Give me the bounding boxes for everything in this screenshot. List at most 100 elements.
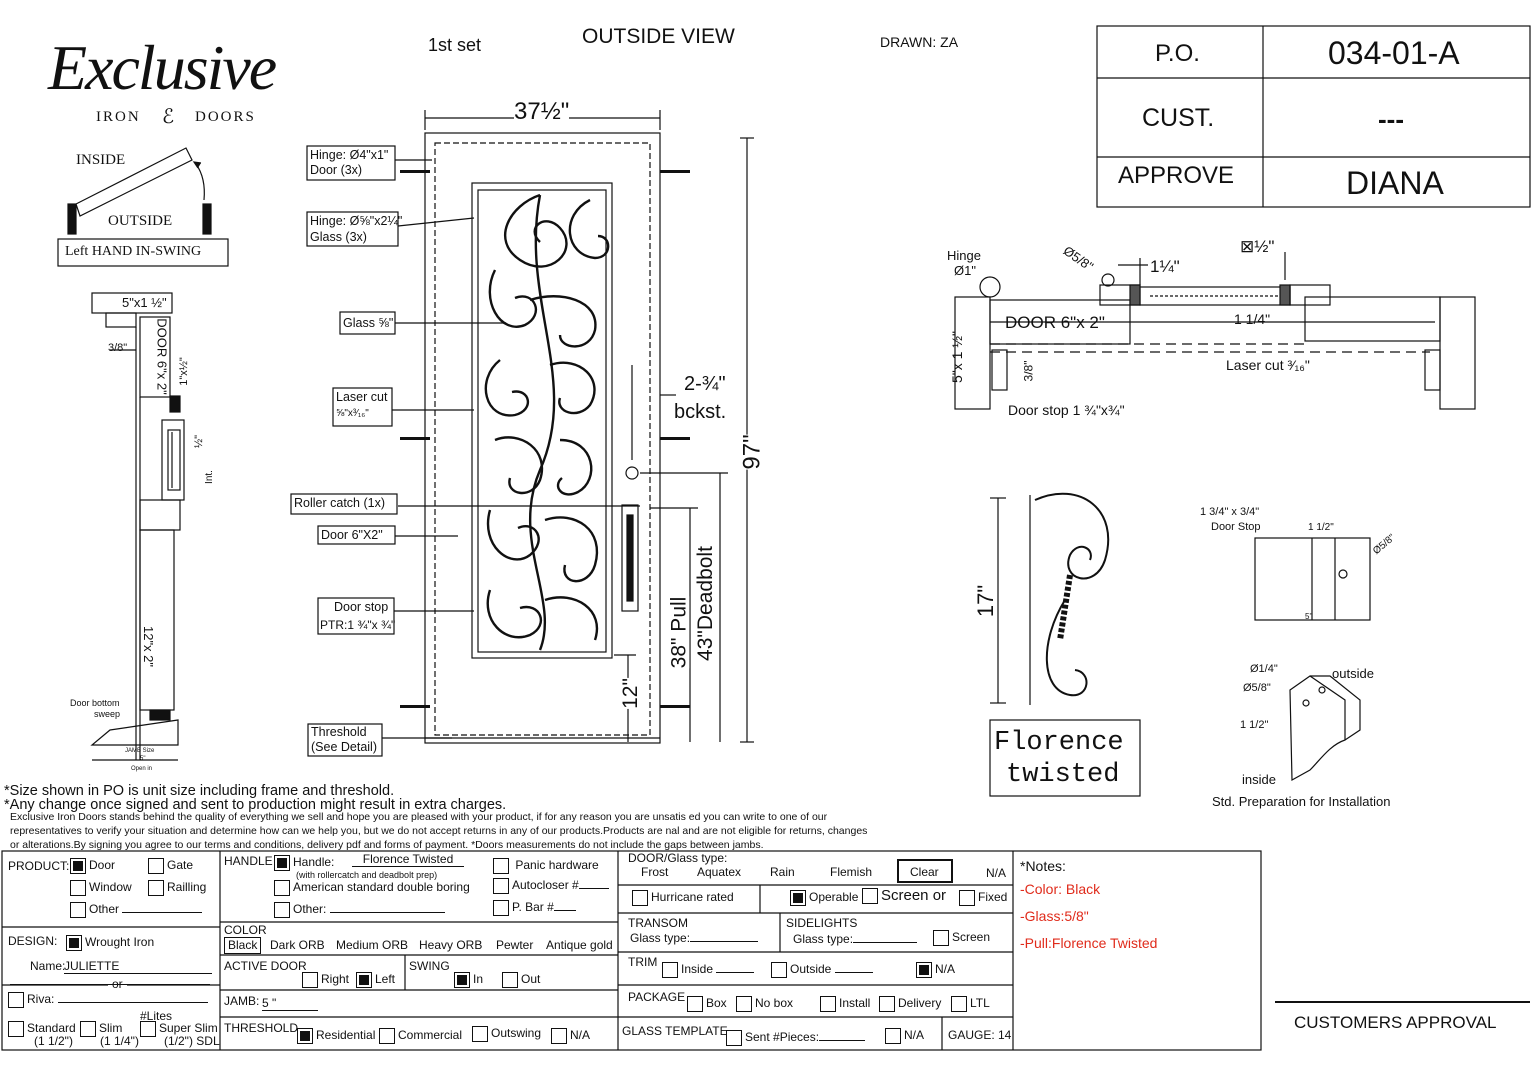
nobox-checkbox[interactable] <box>736 996 752 1012</box>
right-checkbox[interactable] <box>302 972 318 988</box>
trim-inside[interactable]: Inside <box>660 962 755 978</box>
screen-checkbox[interactable] <box>933 930 949 946</box>
super-option[interactable]: Super Slim <box>138 1021 218 1037</box>
trim-na-label: N/A <box>935 962 956 977</box>
wrought-checkbox[interactable] <box>66 935 82 951</box>
residential-option[interactable]: Residential <box>295 1028 375 1044</box>
hurricane-option[interactable]: Hurricane rated <box>630 890 734 906</box>
in-option[interactable]: In <box>452 972 483 988</box>
out-option[interactable]: Out <box>500 972 540 988</box>
fixed-option[interactable]: Fixed <box>957 890 1007 906</box>
trim-na[interactable]: N/A <box>914 962 955 978</box>
riva-checkbox[interactable] <box>8 992 24 1008</box>
panic-option[interactable]: Panic hardware <box>491 858 599 874</box>
panic-checkbox[interactable] <box>493 858 509 874</box>
autocloser-option[interactable]: Autocloser # <box>491 878 609 894</box>
design-wrought[interactable]: Wrought Iron <box>64 935 154 951</box>
product-railing[interactable]: Railling <box>146 880 206 896</box>
glass-flemish[interactable]: Flemish <box>830 865 873 879</box>
hurricane-checkbox[interactable] <box>632 890 648 906</box>
trim-outside-checkbox[interactable] <box>771 962 787 978</box>
glass-na[interactable]: N/A <box>986 866 1007 880</box>
trim-inside-checkbox[interactable] <box>662 962 678 978</box>
glass-rain[interactable]: Rain <box>770 865 795 879</box>
other-handle-checkbox[interactable] <box>274 902 290 918</box>
template-na-option[interactable]: N/A <box>883 1028 924 1044</box>
glass-clear[interactable]: Clear <box>910 865 939 879</box>
handle-option[interactable]: Handle: <box>272 855 334 871</box>
template-na-checkbox[interactable] <box>885 1028 901 1044</box>
glass-frost[interactable]: Frost <box>641 865 669 879</box>
jamb-value[interactable]: 5 " <box>262 996 318 1012</box>
color-antique-gold[interactable]: Antique gold <box>546 938 613 952</box>
color-pewter[interactable]: Pewter <box>496 938 534 952</box>
top-right-block <box>1304 296 1441 342</box>
fixed-checkbox[interactable] <box>959 890 975 906</box>
screen-option[interactable]: Screen <box>931 930 990 946</box>
in-checkbox[interactable] <box>454 972 470 988</box>
threshold-na-option[interactable]: N/A <box>549 1028 590 1044</box>
pbar-checkbox[interactable] <box>493 900 509 916</box>
other-checkbox[interactable] <box>70 902 86 918</box>
trim-na-checkbox[interactable] <box>916 962 932 978</box>
install-checkbox[interactable] <box>820 996 836 1012</box>
trim-outside[interactable]: Outside <box>769 962 873 978</box>
american-option[interactable]: American standard double boring <box>272 880 470 896</box>
other-handle-option[interactable]: Other: <box>272 902 445 918</box>
american-checkbox[interactable] <box>274 880 290 896</box>
super-checkbox[interactable] <box>140 1021 156 1037</box>
gate-checkbox[interactable] <box>148 858 164 874</box>
autocloser-checkbox[interactable] <box>493 878 509 894</box>
transom-glass[interactable]: Glass type: <box>630 931 759 945</box>
product-door[interactable]: Door <box>68 858 115 874</box>
screen-or-option[interactable]: Screen or <box>860 887 946 905</box>
side-glass[interactable]: Glass type: <box>793 932 918 946</box>
install-option[interactable]: Install <box>818 996 870 1012</box>
residential-checkbox[interactable] <box>297 1028 313 1044</box>
box-checkbox[interactable] <box>687 996 703 1012</box>
door-checkbox[interactable] <box>70 858 86 874</box>
swing-label: SWING <box>409 959 450 973</box>
window-checkbox[interactable] <box>70 880 86 896</box>
threshold-na-checkbox[interactable] <box>551 1028 567 1044</box>
ltl-checkbox[interactable] <box>951 996 967 1012</box>
ltl-option[interactable]: LTL <box>949 996 990 1012</box>
operable-option[interactable]: Operable <box>788 890 858 906</box>
right-option[interactable]: Right <box>300 972 349 988</box>
left-checkbox[interactable] <box>356 972 372 988</box>
delivery-option[interactable]: Delivery <box>877 996 941 1012</box>
left-option[interactable]: Left <box>354 972 395 988</box>
product-window[interactable]: Window <box>68 880 132 896</box>
nobox-option[interactable]: No box <box>734 996 793 1012</box>
standard-option[interactable]: Standard <box>6 1021 76 1037</box>
note-line1: *Size shown in PO is unit size including… <box>4 783 395 799</box>
slim-checkbox[interactable] <box>80 1021 96 1037</box>
color-black[interactable]: Black <box>224 937 262 955</box>
slim-option[interactable]: Slim <box>78 1021 122 1037</box>
commercial-option[interactable]: Commercial <box>377 1028 462 1044</box>
outswing-option[interactable]: Outswing <box>470 1026 541 1042</box>
riva-option[interactable]: Riva: <box>6 992 208 1008</box>
standard-checkbox[interactable] <box>8 1021 24 1037</box>
color-medium-orb[interactable]: Medium ORB <box>336 938 409 952</box>
handle-value[interactable]: Florence Twisted <box>352 852 464 868</box>
sent-checkbox[interactable] <box>726 1030 742 1046</box>
screen-or-checkbox[interactable] <box>862 888 878 905</box>
operable-checkbox[interactable] <box>790 890 806 906</box>
out-checkbox[interactable] <box>502 972 518 988</box>
pbar-option[interactable]: P. Bar # <box>491 900 576 916</box>
sent-option[interactable]: Sent #Pieces: <box>724 1030 866 1046</box>
color-dark-orb[interactable]: Dark ORB <box>270 938 325 952</box>
prep-five: 5" <box>1305 612 1313 621</box>
glass-aquatex[interactable]: Aquatex <box>697 865 742 879</box>
box-option[interactable]: Box <box>685 996 727 1012</box>
color-heavy-orb[interactable]: Heavy ORB <box>419 938 483 952</box>
product-gate[interactable]: Gate <box>146 858 193 874</box>
commercial-checkbox[interactable] <box>379 1028 395 1044</box>
railing-checkbox[interactable] <box>148 880 164 896</box>
outswing-checkbox[interactable] <box>472 1026 488 1042</box>
delivery-checkbox[interactable] <box>879 996 895 1012</box>
design-name-value[interactable]: JULIETTE <box>64 959 212 975</box>
handle-checkbox[interactable] <box>274 855 290 871</box>
product-other[interactable]: Other <box>68 902 203 918</box>
